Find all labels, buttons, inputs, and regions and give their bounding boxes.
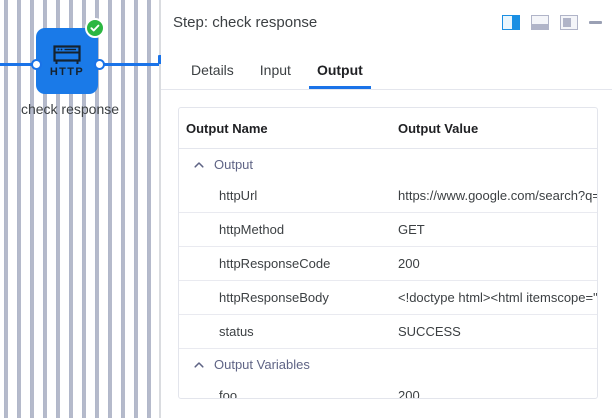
http-icon [53,45,81,64]
chevron-up-icon[interactable] [193,159,205,171]
output-table: Output Name Output Value [179,108,597,399]
table-row[interactable]: httpUrl https://www.google.com/search?q= [179,179,597,213]
cell-output-value: SUCCESS [393,314,597,349]
table-row[interactable]: foo 200 [179,379,597,399]
panel-actions [502,15,602,30]
table-group-output-variables[interactable]: Output Variables [179,348,597,379]
cell-output-name: httpResponseBody [179,280,393,315]
http-icon-label: HTTP [49,66,85,78]
table-group-label: Output [214,157,254,172]
workflow-canvas[interactable]: HTTP check response [0,0,159,418]
divider-drag-handle[interactable] [158,55,162,64]
output-table-wrap: Output Name Output Value [161,90,612,399]
column-header-output-value: Output Value [393,108,597,149]
node-input-port[interactable] [31,59,42,70]
cell-output-name: status [179,314,393,349]
chevron-up-icon[interactable] [193,359,205,371]
table-group-output[interactable]: Output [179,149,597,180]
tab-details[interactable]: Details [191,62,234,78]
cell-output-name: httpUrl [219,188,258,203]
layout-dock-right-icon[interactable] [560,15,578,30]
page-title: Step: check response [173,14,318,31]
tab-output[interactable]: Output [304,62,376,89]
cell-output-value: https://www.google.com/search?q= [398,188,597,203]
step-detail-panel: Step: check response Details Input Outpu… [161,0,612,418]
cell-output-name: httpResponseCode [179,246,393,281]
cell-output-value: 200 [398,388,420,399]
column-header-output-name: Output Name [179,108,393,149]
panel-header: Step: check response [161,0,612,45]
panel-resize-divider[interactable] [158,0,162,418]
node-output-port[interactable] [94,59,105,70]
table-row[interactable]: status SUCCESS [179,314,597,349]
table-row[interactable]: httpMethod GET [179,212,597,247]
table-group-label: Output Variables [214,357,310,372]
connection-wire-outgoing [100,63,159,66]
success-check-icon [85,18,105,38]
table-row[interactable]: httpResponseBody <!doctype html><html it… [179,280,597,315]
connection-wire-incoming [0,63,40,66]
workflow-node-check-response[interactable]: HTTP [36,28,98,94]
cell-output-name: httpMethod [179,212,393,247]
table-row[interactable]: httpResponseCode 200 [179,246,597,281]
tab-input[interactable]: Input [259,62,291,78]
output-table-card: Output Name Output Value [178,107,598,399]
minimize-icon[interactable] [589,21,602,24]
tabs-divider [161,89,612,90]
panel-tabs: Details Input Output [161,45,612,89]
layout-split-right-icon[interactable] [502,15,520,30]
cell-output-value: GET [393,212,597,247]
cell-output-value: <!doctype html><html itemscope=" [393,280,597,315]
cell-output-value: 200 [393,246,597,281]
layout-dock-bottom-icon[interactable] [531,15,549,30]
table-header-row: Output Name Output Value [179,108,597,149]
cell-output-name: foo [219,388,238,399]
node-caption: check response [20,101,120,117]
